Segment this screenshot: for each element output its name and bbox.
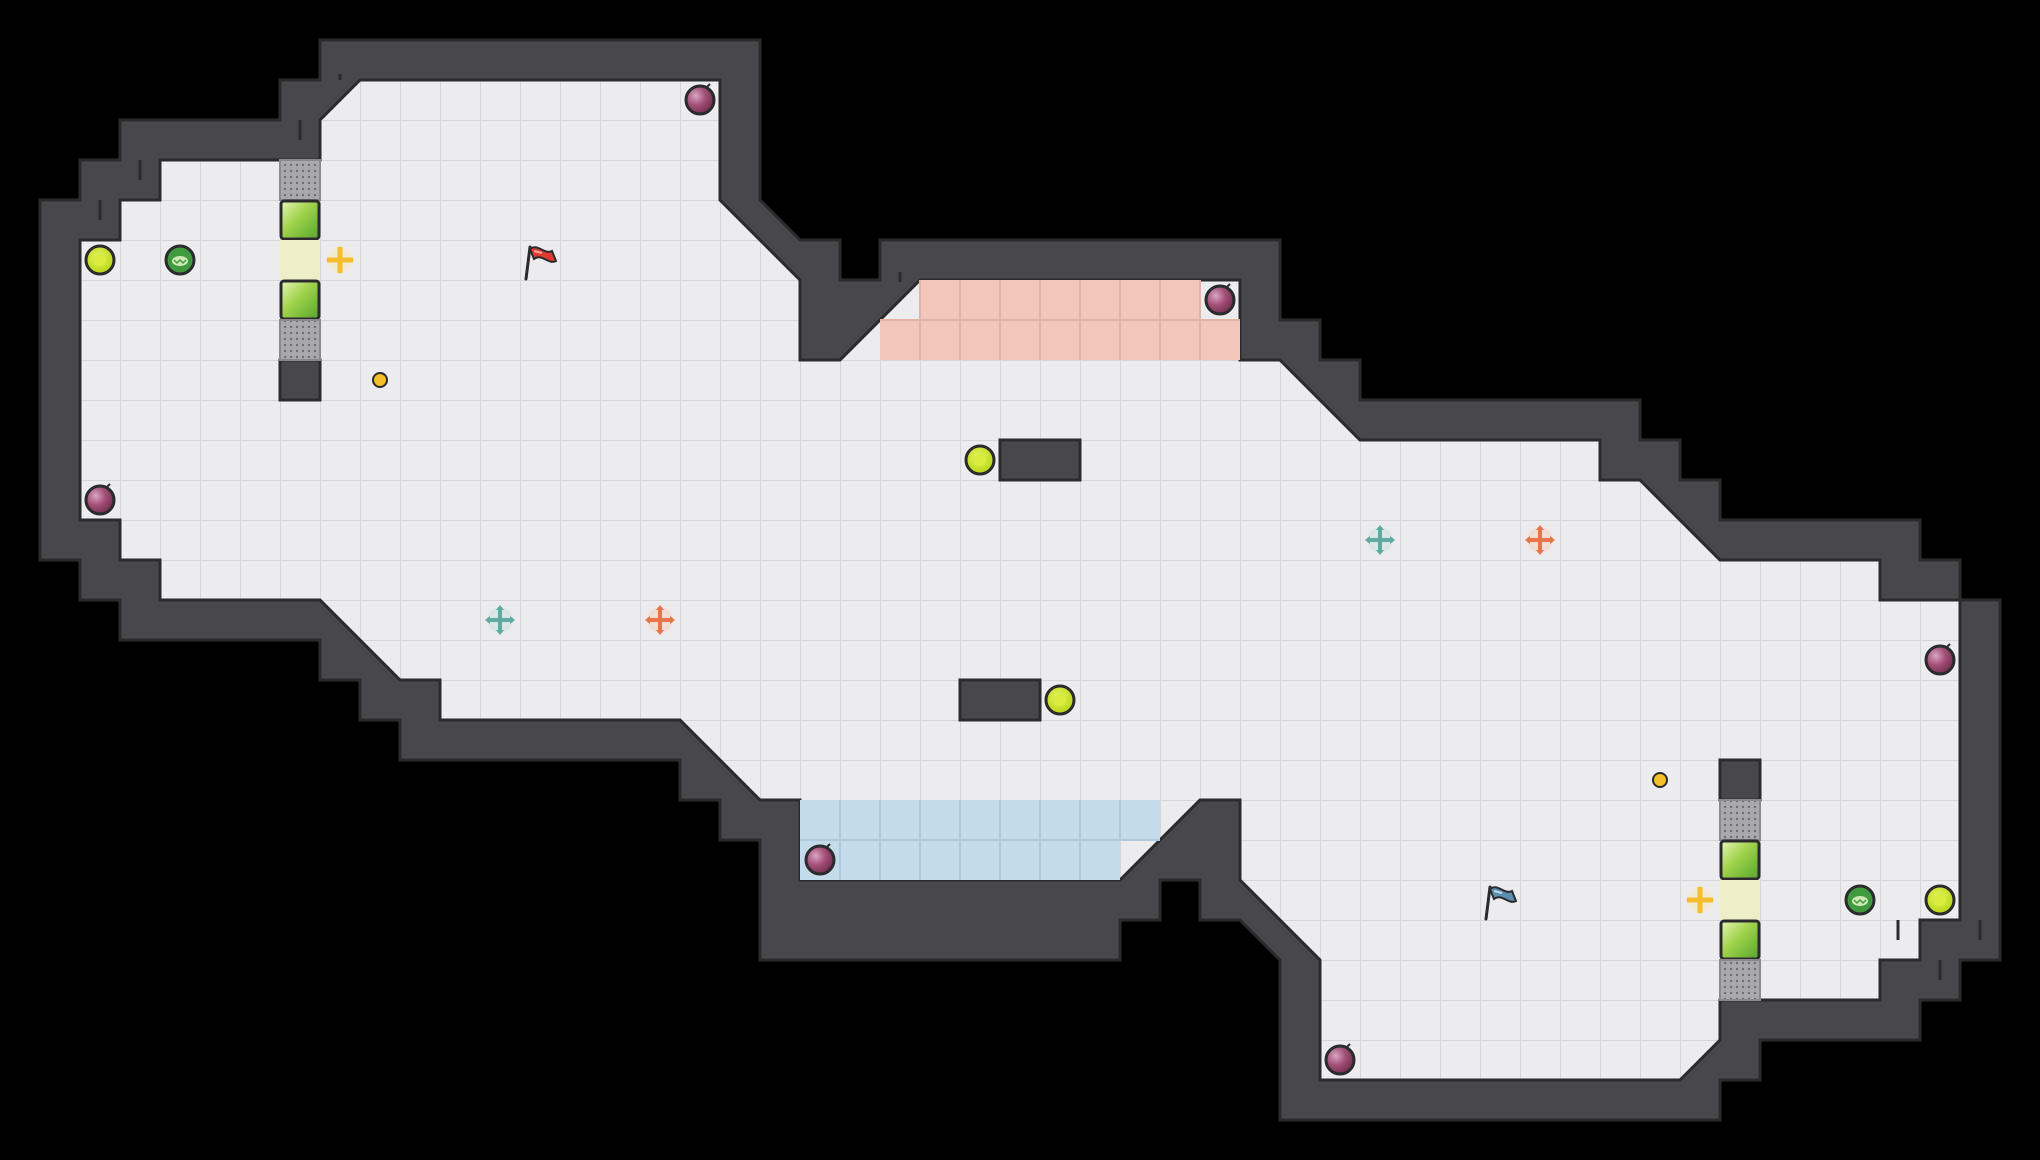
endzone-blue [800, 800, 1160, 880]
bomb-icon [804, 843, 836, 876]
gate-icon [279, 199, 321, 241]
powerups [326, 246, 1714, 914]
bomb-icon [684, 83, 716, 116]
spike-tile [1719, 799, 1761, 841]
inner-walls [278, 358, 1762, 802]
bombs [84, 83, 1956, 1076]
team-boosts [164, 244, 1876, 916]
bomb-icon [1324, 1043, 1356, 1076]
powerup-icon [326, 246, 354, 274]
button-icon [1652, 772, 1668, 788]
gate-icon [1719, 919, 1761, 961]
button-icon [372, 372, 388, 388]
bomb-icon [1204, 283, 1236, 316]
gate-icon [1719, 839, 1761, 881]
gate-icon [279, 279, 321, 321]
boosts [84, 244, 1956, 916]
speed-boost-icon [1924, 884, 1956, 916]
portal-icon [1365, 525, 1395, 555]
floor [78, 78, 1962, 1082]
team-boost-icon [1844, 884, 1876, 916]
wall-block [1718, 758, 1762, 802]
spike-tile [1719, 959, 1761, 1001]
endzone-red [880, 280, 1240, 360]
wall-block [998, 438, 1082, 482]
wall-details [98, 74, 1982, 980]
speed-boost-icon [964, 444, 996, 476]
wall-block [958, 678, 1042, 722]
spike-tile [279, 319, 321, 361]
portals [485, 525, 1555, 635]
portal-icon [645, 605, 675, 635]
flag-blue [1484, 885, 1518, 921]
bomb-icon [84, 483, 116, 516]
powerup-icon [1686, 886, 1714, 914]
spike-tile [279, 159, 321, 201]
speed-boost-icon [1044, 684, 1076, 716]
portal-icon [1525, 525, 1555, 555]
team-boost-icon [164, 244, 196, 276]
flag-icon [524, 245, 558, 281]
gate-column-left [279, 159, 321, 361]
gate-open-tile [280, 240, 320, 280]
portal-icon [485, 605, 515, 635]
flag-red [524, 245, 558, 281]
gate-open-tile [1720, 880, 1760, 920]
bomb-icon [1924, 643, 1956, 676]
wall-block [278, 358, 322, 402]
gate-column-right [1719, 799, 1761, 1001]
buttons [372, 372, 1668, 788]
speed-boost-icon [84, 244, 116, 276]
flag-icon [1484, 885, 1518, 921]
